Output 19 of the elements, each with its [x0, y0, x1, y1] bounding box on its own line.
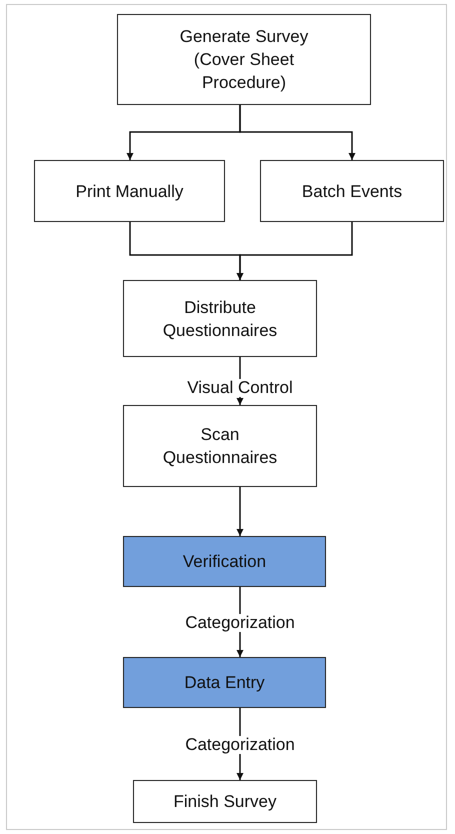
process-box [34, 160, 225, 222]
node-label: Data Entry [183, 672, 266, 694]
node-label: Print Manually [74, 180, 184, 202]
process-box [260, 160, 444, 222]
node-label: Verification [182, 551, 268, 573]
node-label: Generate Survey (Cover Sheet Procedure) [178, 26, 310, 94]
process-box [123, 405, 317, 487]
node-label: Distribute Questionnaires [162, 296, 278, 342]
arrow [236, 487, 244, 536]
highlighted-process-box [123, 536, 326, 587]
node-label: Batch Events [300, 180, 404, 202]
arrow [239, 105, 356, 160]
process-box [123, 280, 317, 357]
node-label: Finish Survey [172, 791, 278, 813]
highlighted-process-box [123, 657, 326, 708]
node-label: Scan Questionnaires [162, 424, 278, 469]
process-box [117, 14, 371, 105]
arrow [236, 222, 353, 280]
process-box [133, 780, 317, 823]
